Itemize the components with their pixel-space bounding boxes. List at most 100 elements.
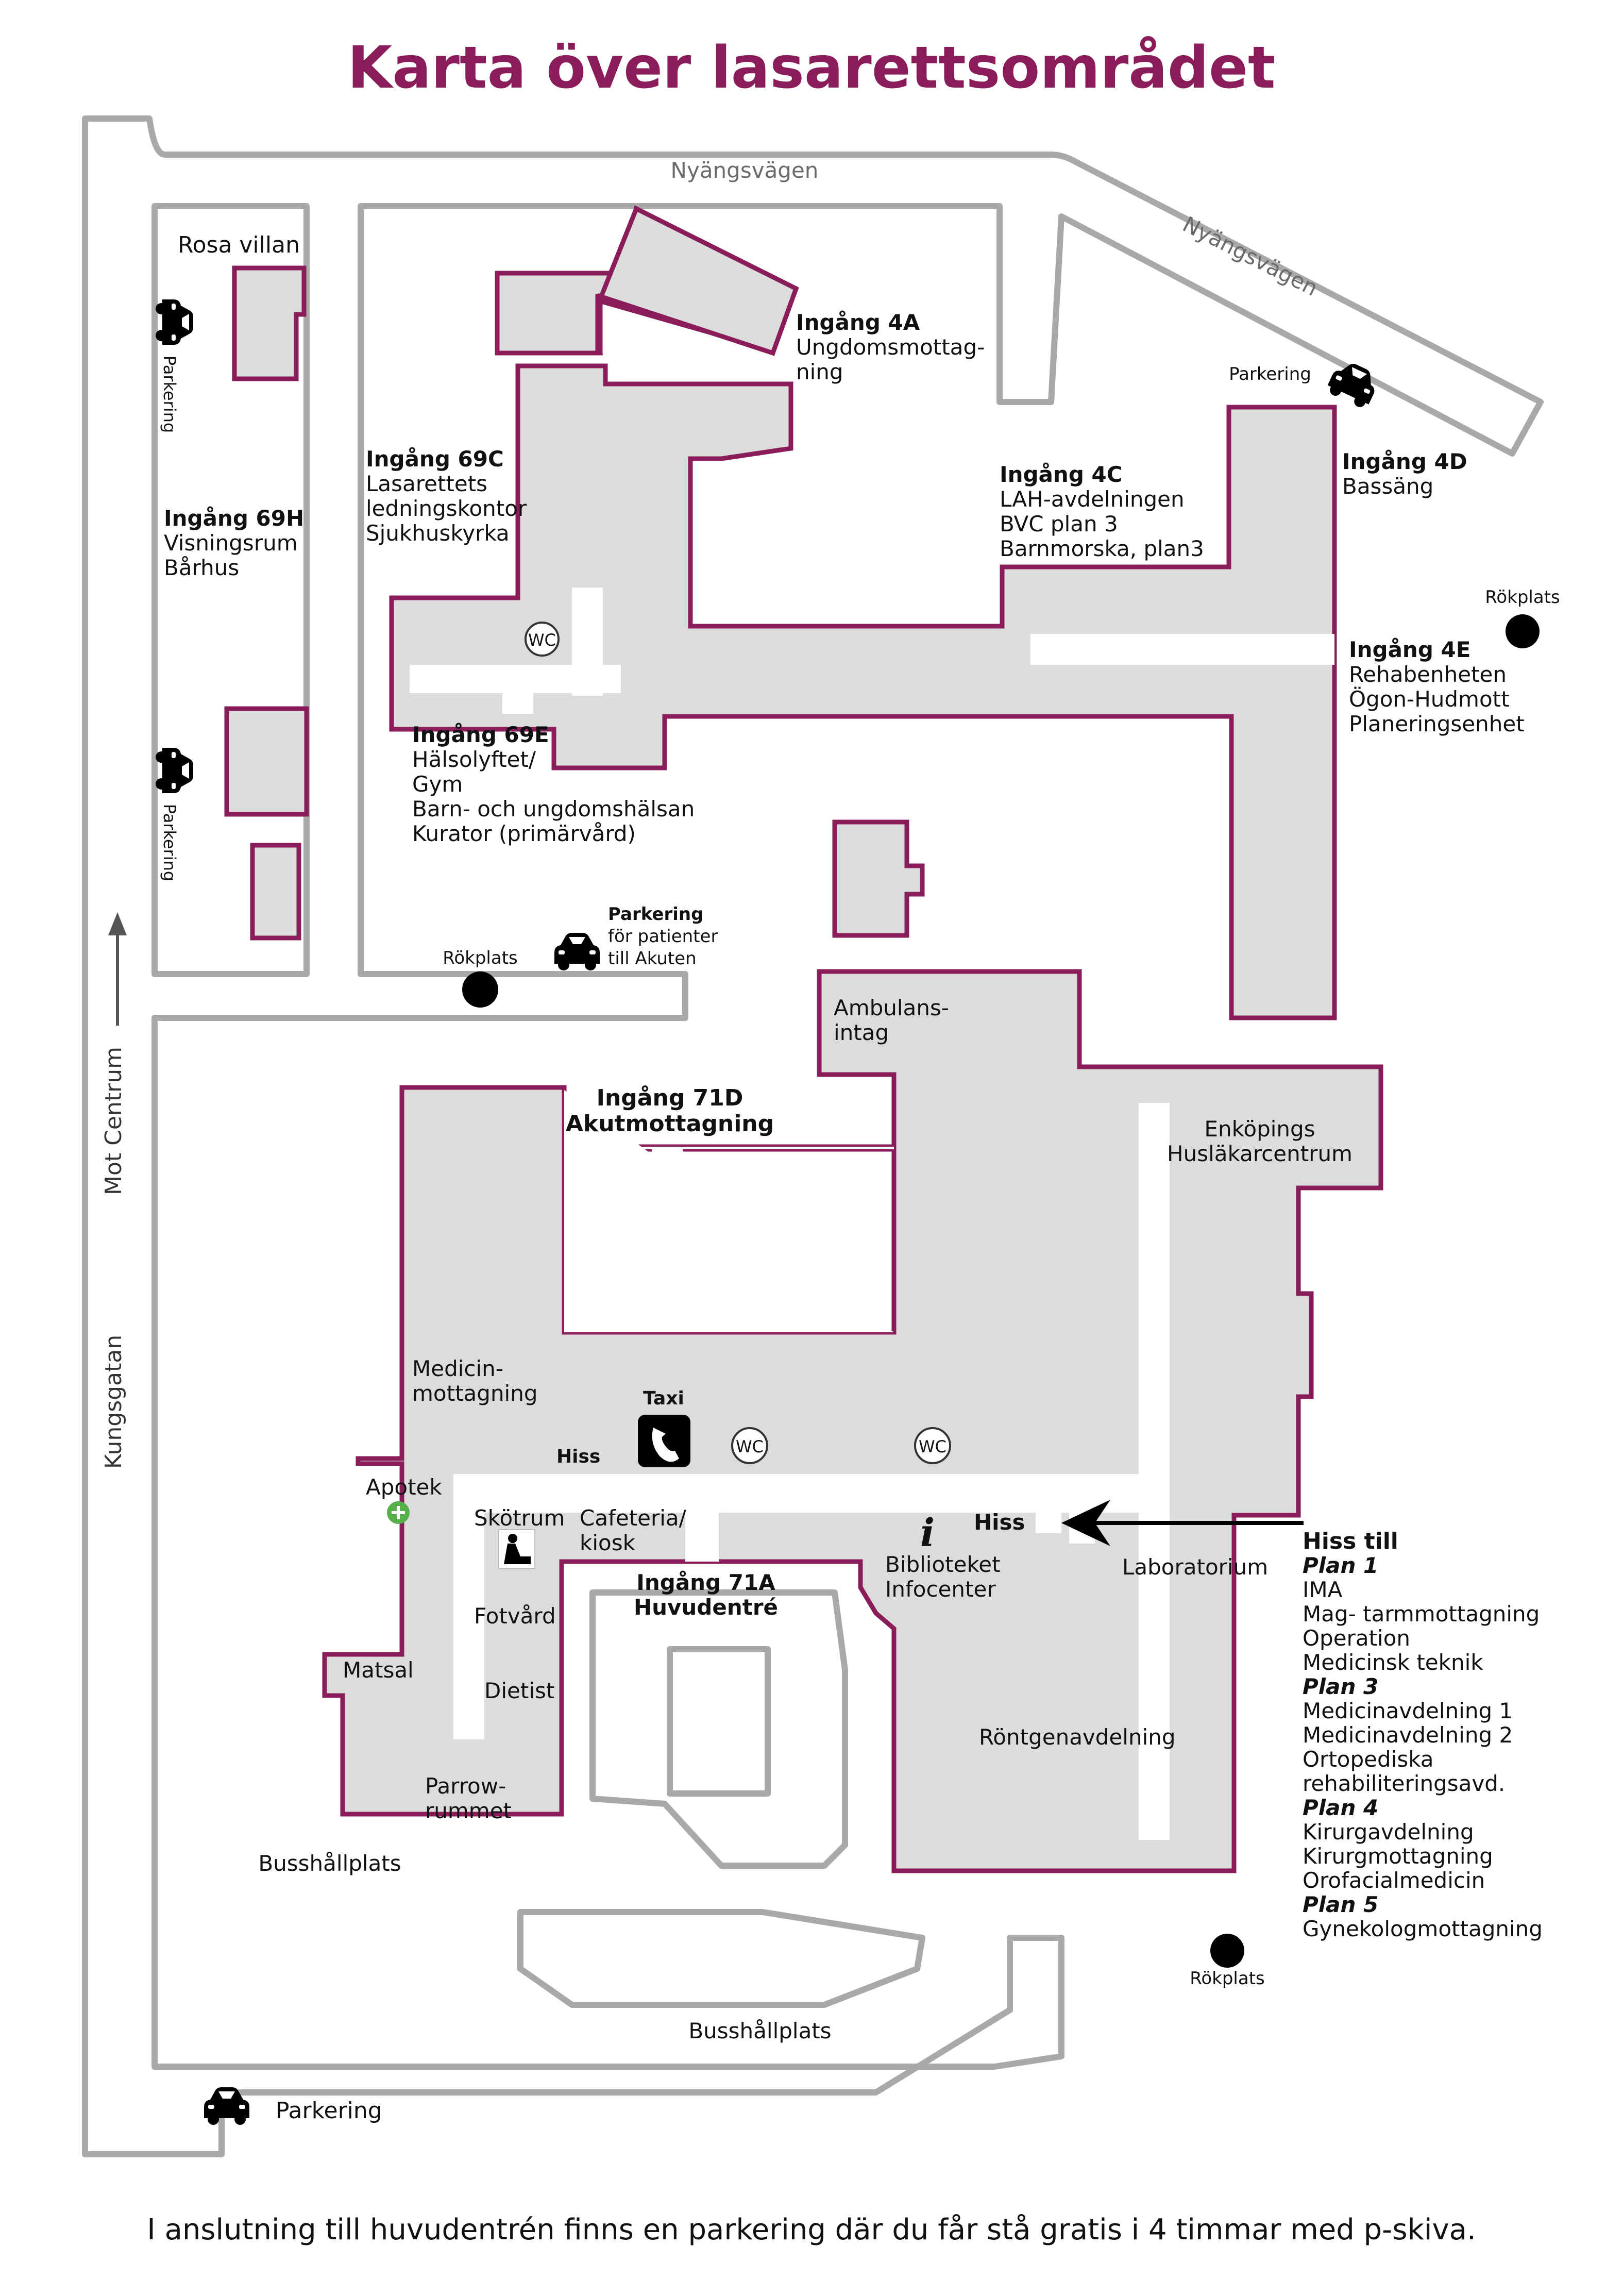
svg-text:rehabiliteringsavd.: rehabiliteringsavd.	[1303, 1771, 1505, 1796]
wc-icon: WC	[731, 1427, 768, 1464]
smoking-area-icon	[1210, 1934, 1244, 1968]
svg-text:Ungdomsmottag-: Ungdomsmottag-	[796, 334, 985, 360]
label-hiss-main: Hiss	[974, 1510, 1025, 1535]
svg-text:ning: ning	[796, 359, 843, 384]
wc-icon: WC	[525, 622, 560, 657]
svg-text:Kirurgavdelning: Kirurgavdelning	[1303, 1819, 1474, 1845]
svg-text:Gym: Gym	[412, 772, 463, 797]
label-hiss-small: Hiss	[556, 1446, 600, 1467]
label-ingang-71a: Ingång 71A Huvudentré	[634, 1570, 778, 1620]
building-small-center	[832, 819, 925, 938]
svg-text:Plan 4: Plan 4	[1303, 1795, 1378, 1820]
svg-text:Parrow-: Parrow-	[425, 1773, 506, 1799]
label-dietist: Dietist	[484, 1678, 554, 1703]
svg-text:Huvudentré: Huvudentré	[634, 1595, 778, 1620]
svg-text:Medicin-: Medicin-	[412, 1356, 503, 1381]
svg-text:mottagning: mottagning	[412, 1381, 538, 1406]
svg-text:Barnmorska, plan3: Barnmorska, plan3	[1000, 536, 1204, 561]
label-ingang-4d: Ingång 4D Bassäng	[1342, 449, 1467, 499]
hiss-till-panel: Hiss till Plan 1 IMA Mag- tarmmottagning…	[1303, 1528, 1543, 1941]
label-rokplats-4e: Rökplats	[1485, 587, 1560, 608]
svg-text:till Akuten: till Akuten	[608, 948, 697, 969]
svg-text:Enköpings: Enköpings	[1204, 1116, 1315, 1142]
svg-text:Barn- och ungdomshälsan: Barn- och ungdomshälsan	[412, 796, 695, 822]
svg-text:Hiss till: Hiss till	[1303, 1528, 1398, 1554]
svg-text:Mag- tarmmottagning: Mag- tarmmottagning	[1303, 1601, 1540, 1627]
label-biblioteket-infocenter: Biblioteket Infocenter	[885, 1552, 1001, 1602]
svg-text:kiosk: kiosk	[580, 1530, 636, 1555]
road-label-mot-centrum: Mot Centrum	[100, 1047, 127, 1195]
svg-text:rummet: rummet	[425, 1798, 512, 1823]
svg-text:Husläkarcentrum: Husläkarcentrum	[1167, 1141, 1352, 1166]
svg-text:Kirurgmottagning: Kirurgmottagning	[1303, 1843, 1493, 1869]
wc-icon: WC	[914, 1427, 951, 1464]
svg-text:Bårhus: Bårhus	[164, 555, 239, 580]
svg-text:Medicinsk teknik: Medicinsk teknik	[1303, 1650, 1483, 1675]
smoking-area-icon	[1506, 614, 1540, 648]
building-69h-b	[250, 843, 301, 941]
label-taxi: Taxi	[643, 1388, 684, 1409]
svg-text:Rehabenheten: Rehabenheten	[1349, 662, 1507, 687]
svg-text:Bassäng: Bassäng	[1342, 474, 1433, 499]
svg-text:Ingång 69E: Ingång 69E	[412, 722, 549, 747]
svg-text:Ortopediska: Ortopediska	[1303, 1747, 1434, 1772]
label-ingang-69c: Ingång 69C Lasarettets ledningskontor Sj…	[366, 446, 527, 546]
arrow-up-icon	[108, 912, 127, 1026]
label-parkering-vertical-bottom: Parkering	[160, 804, 179, 881]
svg-text:Ingång 69H: Ingång 69H	[164, 506, 304, 531]
svg-text:Visningsrum: Visningsrum	[164, 530, 298, 556]
svg-text:BVC plan 3: BVC plan 3	[1000, 511, 1118, 537]
svg-text:Ingång 4D: Ingång 4D	[1342, 449, 1467, 474]
road-label-kungsgatan: Kungsgatan	[100, 1335, 127, 1469]
svg-text:Plan 3: Plan 3	[1303, 1674, 1378, 1699]
svg-text:Planeringsenhet: Planeringsenhet	[1349, 711, 1525, 736]
svg-text:Medicinavdelning 2: Medicinavdelning 2	[1303, 1722, 1513, 1748]
label-ambulansintag: Ambulans- intag	[834, 995, 949, 1045]
svg-text:Ingång 4C: Ingång 4C	[1000, 462, 1123, 487]
label-busshallplats-bottom: Busshållplats	[688, 2018, 831, 2043]
svg-text:intag: intag	[834, 1020, 889, 1045]
label-ingang-71d: Ingång 71D Akutmottagning	[566, 1085, 774, 1137]
label-enkopings-huslakarcentrum: Enköpings Husläkarcentrum	[1167, 1116, 1352, 1166]
svg-text:Medicinavdelning 1: Medicinavdelning 1	[1303, 1698, 1513, 1723]
info-icon: i	[920, 1511, 935, 1555]
svg-text:Infocenter: Infocenter	[885, 1577, 996, 1602]
label-parkering-bottom: Parkering	[276, 2098, 382, 2124]
label-ingang-69e: Ingång 69E Hälsolyftet/ Gym Barn- och un…	[412, 722, 695, 846]
label-cafeteria-kiosk: Cafeteria/ kiosk	[580, 1505, 687, 1555]
svg-text:Plan 5: Plan 5	[1303, 1892, 1378, 1917]
arrow-left-icon	[1061, 1500, 1304, 1546]
label-matsal: Matsal	[343, 1657, 414, 1683]
svg-text:Ögon-Hudmott: Ögon-Hudmott	[1349, 686, 1510, 712]
label-ingang-4a: Ingång 4A Ungdomsmottag- ning	[796, 310, 985, 384]
label-parkering-vertical-top: Parkering	[160, 356, 179, 433]
label-rontgenavdelning: Röntgenavdelning	[979, 1724, 1176, 1750]
svg-text:WC: WC	[736, 1437, 764, 1456]
label-parrowrummet: Parrow- rummet	[425, 1773, 512, 1823]
road-network	[82, 115, 1544, 2157]
svg-text:ledningskontor: ledningskontor	[366, 496, 527, 521]
label-ingang-4e: Ingång 4E Rehabenheten Ögon-Hudmott Plan…	[1349, 637, 1525, 736]
svg-text:Gynekologmottagning: Gynekologmottagning	[1303, 1916, 1543, 1941]
svg-text:för patienter: för patienter	[608, 926, 718, 947]
svg-text:Ingång 69C: Ingång 69C	[366, 446, 504, 472]
pharmacy-icon	[387, 1501, 410, 1524]
label-fotvard: Fotvård	[474, 1603, 556, 1629]
svg-text:Ingång 4A: Ingång 4A	[796, 310, 920, 335]
label-medicinmottagning: Medicin- mottagning	[412, 1356, 538, 1406]
map-title: Karta över lasarettsområdet	[347, 35, 1275, 102]
label-ingang-4c: Ingång 4C LAH-avdelningen BVC plan 3 Bar…	[1000, 462, 1204, 561]
svg-text:Lasarettets: Lasarettets	[366, 471, 487, 496]
svg-text:Ingång 71D: Ingång 71D	[597, 1085, 743, 1111]
svg-text:IMA: IMA	[1303, 1577, 1343, 1602]
svg-text:Ingång 71A: Ingång 71A	[636, 1570, 775, 1595]
building-69c-69e	[389, 363, 1337, 1020]
buildings	[224, 205, 1383, 1873]
svg-text:Ingång 4E: Ingång 4E	[1349, 637, 1470, 662]
car-icon	[554, 933, 600, 970]
svg-text:Operation: Operation	[1303, 1625, 1410, 1651]
label-skotrum: Skötrum	[474, 1505, 565, 1531]
svg-text:Sjukhuskyrka: Sjukhuskyrka	[366, 521, 510, 546]
svg-text:WC: WC	[919, 1437, 946, 1456]
